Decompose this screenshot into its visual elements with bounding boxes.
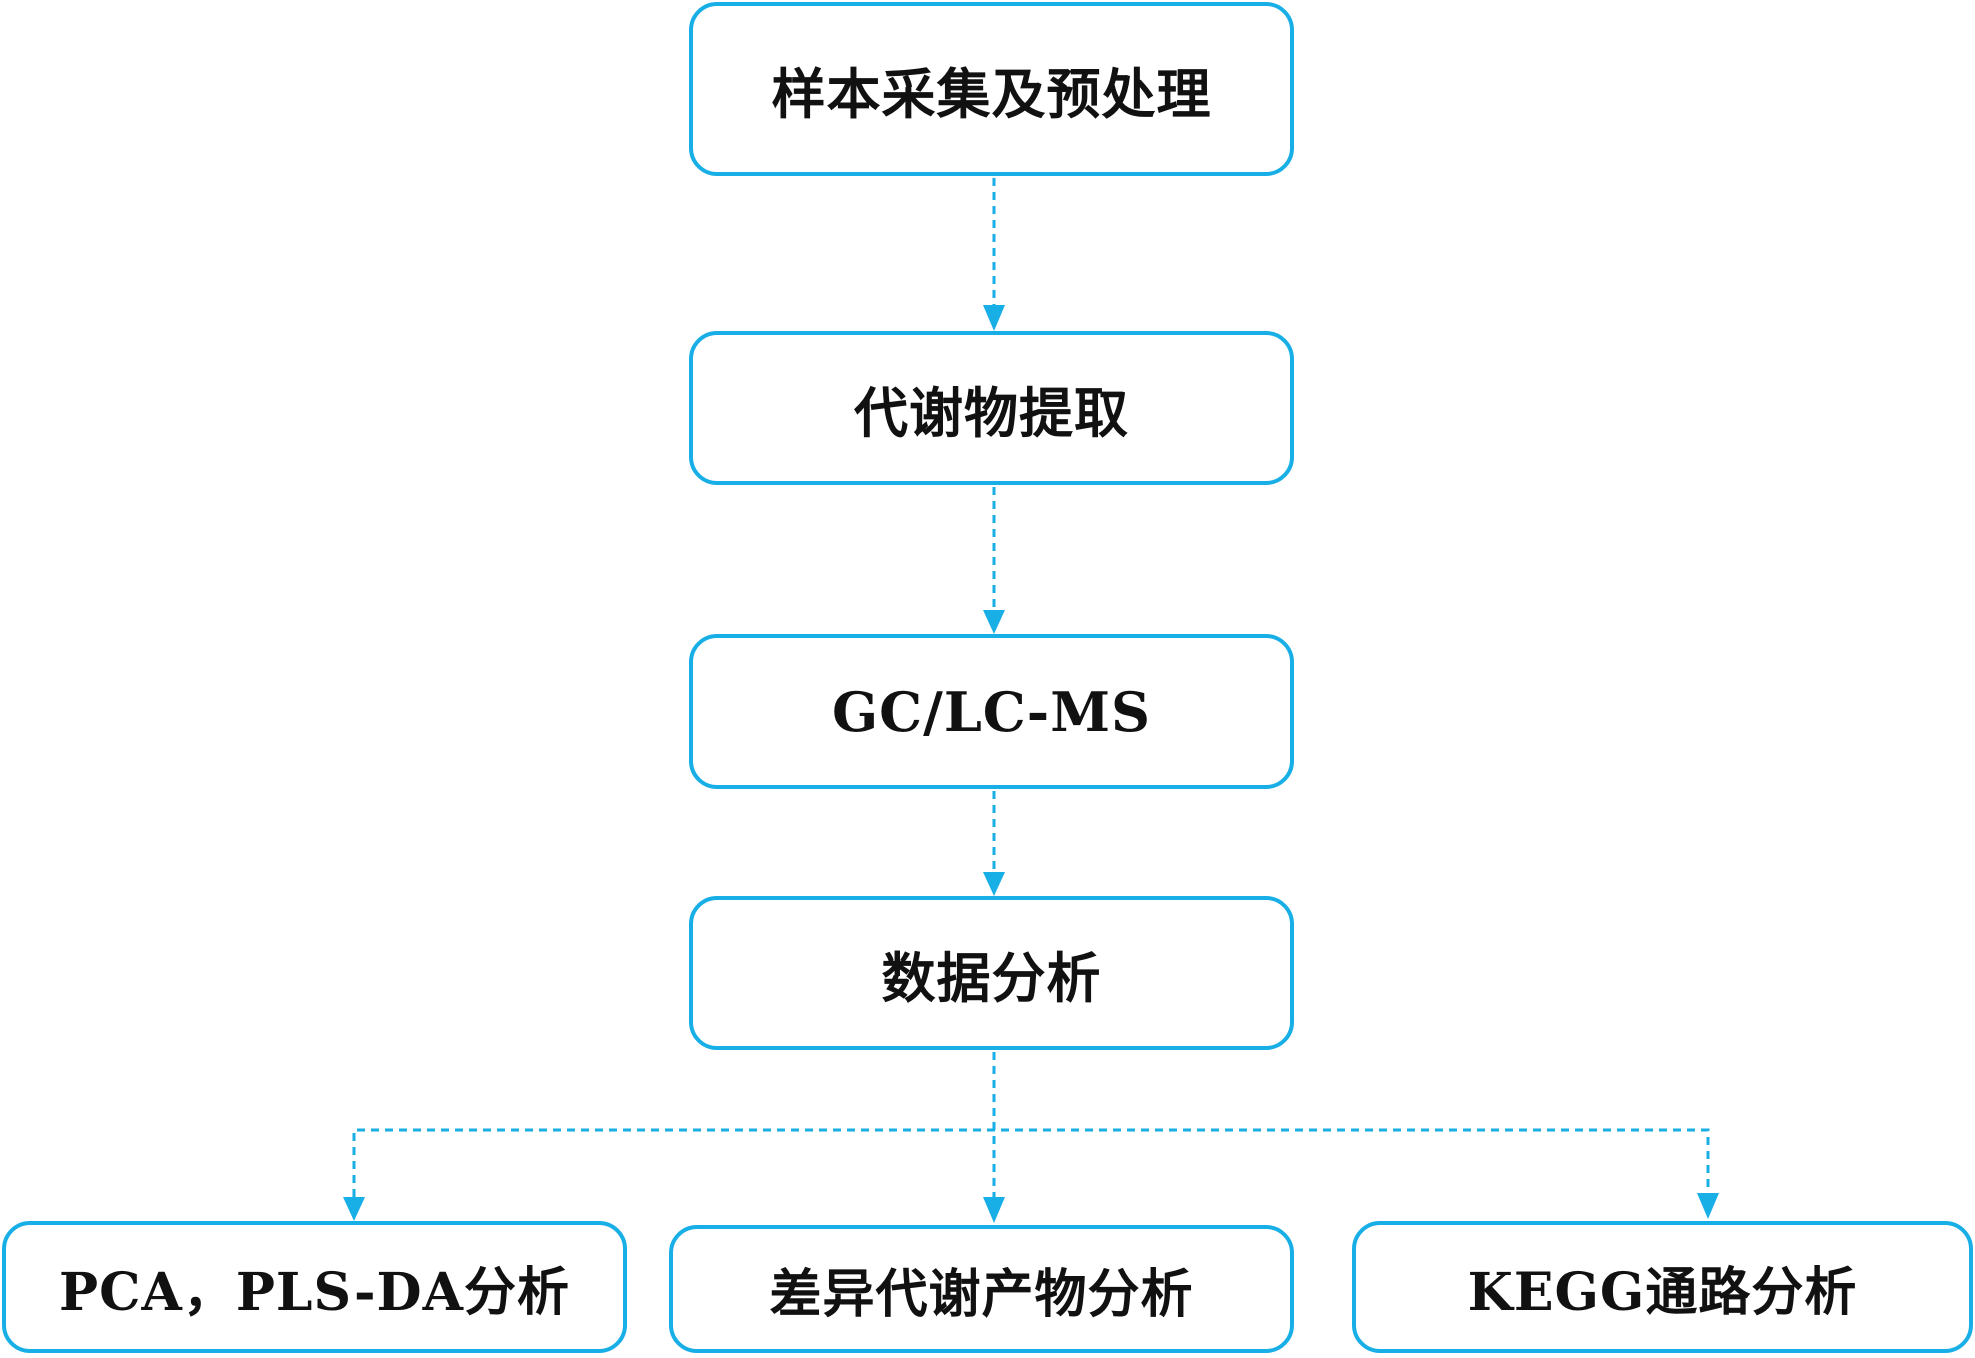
branch-pca-plsda-label: PCA，PLS-DA分析 (59, 1261, 570, 1323)
arrowhead-data (983, 872, 1005, 896)
branch-differential-metabolites-label: 差异代谢产物分析 (769, 1263, 1194, 1325)
step-sample-collection-label: 样本采集及预处理 (771, 61, 1212, 126)
step-metabolite-extraction-box: 代谢物提取 (689, 331, 1294, 485)
branch-kegg-pathway-box: KEGG通路分析 (1352, 1221, 1973, 1353)
connector-branch-bus (352, 1128, 1710, 1197)
step-gc-lc-ms-box: GC/LC-MS (689, 634, 1294, 789)
branch-pca-plsda-box: PCA，PLS-DA分析 (2, 1221, 627, 1353)
step-metabolite-extraction-label: 代谢物提取 (854, 380, 1129, 445)
arrowhead-gclc (983, 610, 1005, 634)
step-data-analysis-box: 数据分析 (689, 896, 1294, 1050)
step-gc-lc-ms-label: GC/LC-MS (832, 679, 1151, 744)
step-sample-collection-box: 样本采集及预处理 (689, 2, 1294, 176)
step-data-analysis-label: 数据分析 (881, 945, 1102, 1010)
arrowhead-pca (343, 1197, 365, 1221)
arrowhead-diff (983, 1197, 1005, 1223)
branch-kegg-pathway-label: KEGG通路分析 (1467, 1261, 1858, 1323)
arrowhead-kegg (1697, 1193, 1719, 1219)
branch-differential-metabolites-box: 差异代谢产物分析 (669, 1225, 1294, 1353)
arrowhead-extract (983, 305, 1005, 331)
